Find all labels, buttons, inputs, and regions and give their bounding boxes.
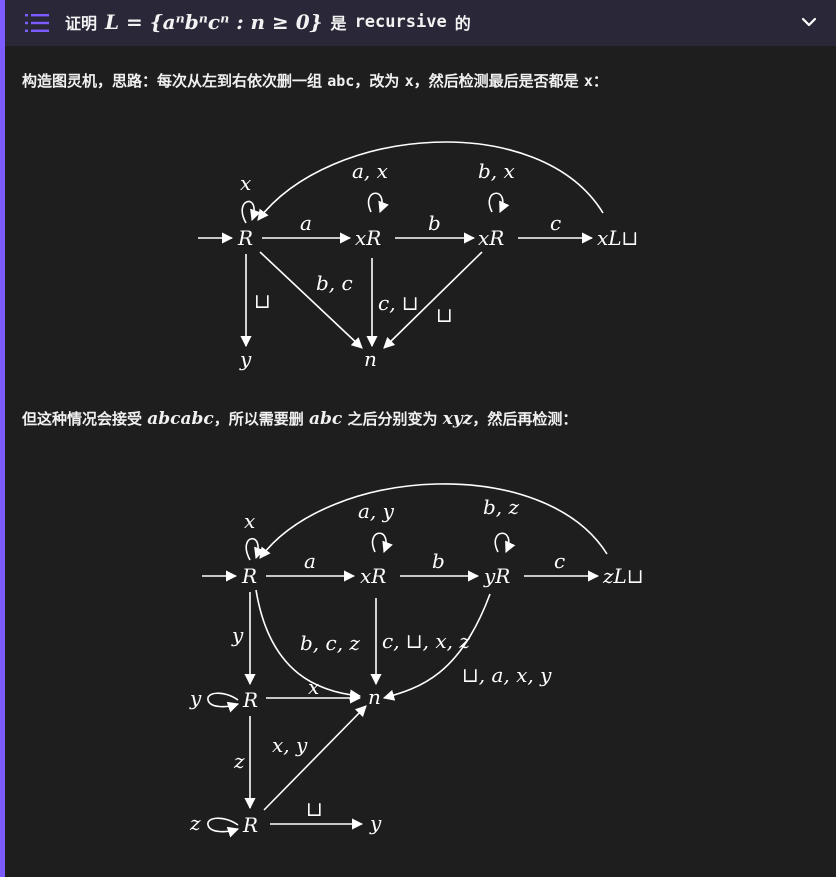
paragraph-text-9: ，所以需要删	[213, 410, 309, 428]
loop-x: x	[244, 509, 255, 533]
edge-blank-1: ⊔	[254, 289, 271, 313]
edge-blank-2: ⊔	[436, 303, 453, 327]
loop-a-y: a, y	[358, 499, 395, 523]
edge-c: c	[550, 211, 561, 235]
paragraph-text-6: ：	[592, 72, 608, 90]
node-xl-blank: xL⊔	[597, 226, 638, 250]
edge-z: z	[233, 749, 245, 773]
edge-y: y	[231, 623, 244, 647]
edge-blank: ⊔	[306, 797, 323, 821]
paragraph-text-0: 构造图灵机，思路：每次从左到右依次删一组	[22, 72, 328, 90]
title-is: 是	[330, 14, 347, 33]
loop-x: x	[240, 171, 251, 195]
node-r-bottom: R	[242, 813, 258, 837]
node-r-mid: R	[242, 688, 258, 712]
turing-machine-diagram-2: R xR yR zL⊔ R R n y a b c x a, y b, z y …	[189, 483, 644, 838]
edge-a: a	[300, 211, 312, 235]
panel-title: 证明 L = {aⁿbⁿcⁿ : n ≥ 0} 是 recursive 的	[65, 10, 471, 34]
node-n: n	[368, 685, 381, 709]
paragraph-text-8: abcabc	[147, 409, 214, 429]
edge-b: b	[428, 211, 441, 235]
paragraph-text-10: abc	[308, 409, 343, 429]
node-r-top: R	[241, 564, 257, 588]
node-zl-blank: zL⊔	[602, 564, 644, 588]
node-n: n	[364, 347, 377, 371]
list-icon	[25, 14, 49, 32]
paragraph-text-12: xyz	[442, 409, 473, 429]
edge-a: a	[304, 549, 316, 573]
paragraph-text-5: x	[583, 72, 593, 90]
edge-x-y: x, y	[272, 733, 308, 757]
node-y: y	[239, 347, 252, 371]
edge-c-blank: c, ⊔	[378, 291, 419, 315]
edge-b: b	[432, 549, 445, 573]
edge-x: x	[308, 675, 319, 699]
paragraph-1: 构造图灵机，思路：每次从左到右依次删一组 abc，改为 x，然后检测最后是否都是…	[22, 70, 608, 91]
edge-blank-a-x-y: ⊔, a, x, y	[462, 663, 552, 687]
edge-c: c	[554, 549, 565, 573]
node-r: R	[237, 226, 253, 250]
paragraph-text-3: x	[404, 72, 414, 90]
loop-a-x: a, x	[352, 159, 388, 183]
title-prefix: 证明	[65, 14, 98, 33]
title-math: L = {aⁿbⁿcⁿ : n ≥ 0}	[105, 10, 323, 34]
paragraph-text-7: 但这种情况会接受	[22, 410, 148, 428]
paragraph-text-11: 之后分别变为	[342, 410, 443, 428]
paragraph-text-1: abc	[327, 72, 355, 90]
loop-b-z: b, z	[483, 495, 520, 519]
side-loop-y: y	[189, 686, 202, 710]
panel-header[interactable]: 证明 L = {aⁿbⁿcⁿ : n ≥ 0} 是 recursive 的	[5, 0, 836, 46]
edge-b-c: b, c	[316, 271, 353, 295]
title-word: recursive	[354, 12, 447, 32]
node-xr-1: xR	[355, 226, 381, 250]
accent-bar	[0, 0, 5, 877]
node-yr: yR	[483, 564, 510, 588]
chevron-down-icon[interactable]	[800, 13, 818, 31]
side-loop-z: z	[189, 811, 201, 835]
edge-c-blank-x-z: c, ⊔, x, z	[382, 629, 470, 653]
node-y: y	[369, 811, 382, 835]
paragraph-text-13: ，然后再检测：	[472, 410, 578, 428]
node-xr: xR	[360, 564, 386, 588]
paragraph-text-2: ，改为	[354, 72, 405, 90]
paragraph-2: 但这种情况会接受 abcabc，所以需要删 abc 之后分别变为 xyz，然后再…	[22, 408, 577, 429]
turing-machine-diagram-1: R xR xR xL⊔ y n a b c x a, x b, x ⊔ b, c…	[198, 141, 638, 371]
node-xr-2: xR	[478, 226, 504, 250]
title-suffix: 的	[454, 14, 471, 33]
paragraph-text-4: ，然后检测最后是否都是	[413, 72, 584, 90]
edge-b-c-z: b, c, z	[300, 631, 360, 655]
loop-b-x: b, x	[478, 159, 515, 183]
